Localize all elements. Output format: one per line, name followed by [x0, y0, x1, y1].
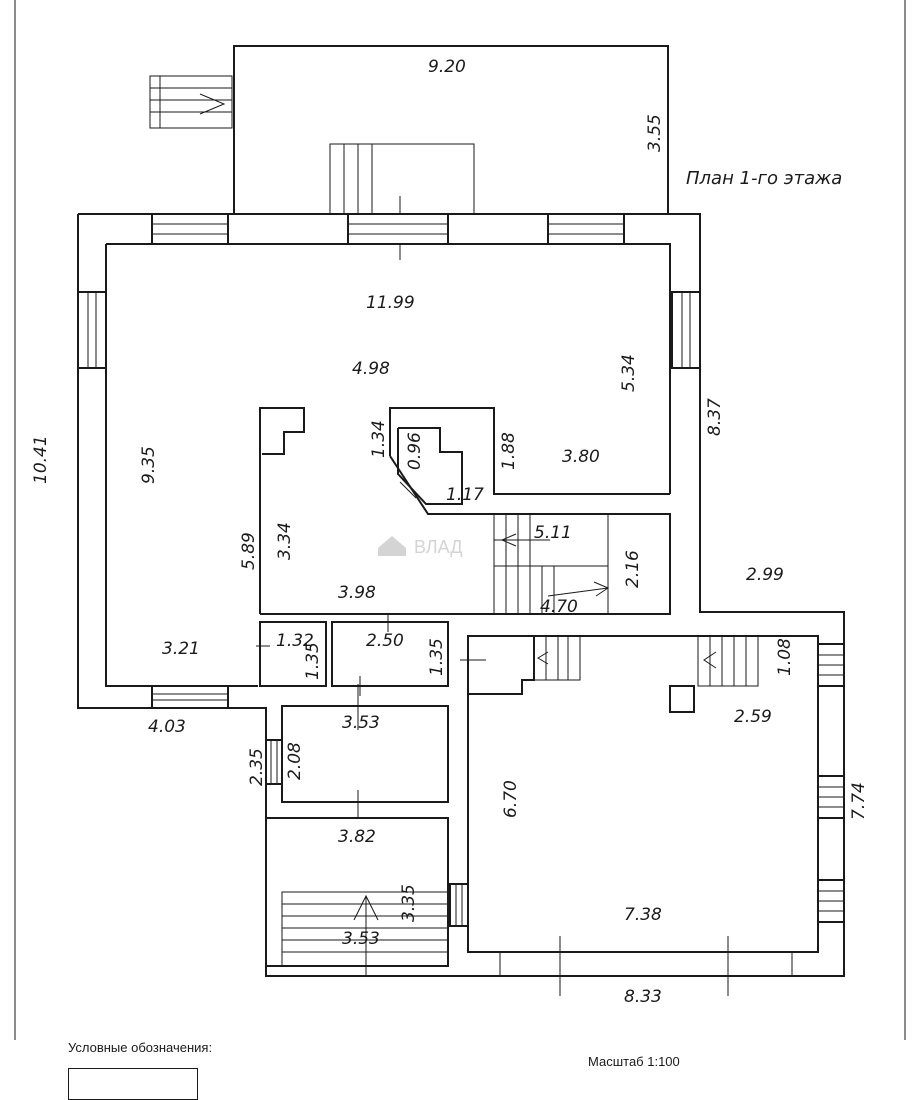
dim-left-wing-width: 4.03 — [148, 717, 186, 737]
windows — [77, 213, 845, 927]
dim-garage-outer-width: 8.33 — [624, 987, 662, 1007]
dim-niche-diagonal: 0.96 — [405, 432, 425, 470]
dim-right-outer-height: 8.37 — [705, 398, 725, 436]
scale-label: Масштаб 1:100 — [588, 1054, 680, 1069]
dim-stair-length: 5.11 — [534, 523, 572, 543]
dim-niche-right: 1.88 — [499, 432, 519, 470]
interior-walls — [256, 407, 819, 996]
dim-room-d-width: 3.53 — [342, 713, 380, 733]
dim-room-left-width: 3.21 — [162, 639, 200, 659]
dim-garage-height: 6.70 — [501, 780, 521, 818]
svg-text:ВЛАД: ВЛАД — [414, 537, 462, 557]
dim-right-room-height: 5.34 — [619, 354, 639, 392]
terrace — [149, 45, 669, 260]
plan-title: План 1-го этажа — [686, 168, 842, 189]
dimension-labels: 9.20 3.55 11.99 4.98 5.34 10.41 9.35 8.3… — [31, 57, 869, 1007]
dim-corridor-inner-height: 3.34 — [275, 522, 295, 560]
dim-hall-width: 11.99 — [366, 293, 415, 313]
dim-room-b-height: 9.35 — [139, 446, 159, 484]
dim-niche-height: 1.34 — [369, 420, 389, 458]
dim-wc-width: 1.32 — [276, 631, 314, 651]
dim-stair-height: 2.16 — [623, 550, 643, 588]
dim-small-stair-height: 1.08 — [775, 638, 795, 676]
dim-corridor-height: 5.89 — [239, 532, 259, 570]
dim-bath-height: 1.35 — [427, 638, 447, 676]
outer-walls — [77, 213, 845, 977]
dim-stair-landing: 2.59 — [734, 707, 772, 727]
dim-vestibule-height: 2.35 — [247, 748, 267, 786]
dim-bath-width: 2.50 — [366, 631, 404, 651]
dim-terrace-depth: 3.55 — [645, 114, 665, 152]
dim-room-d-height: 2.08 — [285, 742, 305, 780]
dim-wc-height: 1.35 — [303, 642, 323, 680]
dim-outer-height: 10.41 — [31, 435, 51, 484]
dim-corridor-width: 3.98 — [338, 583, 376, 603]
legend-box — [68, 1068, 198, 1100]
dim-room-a-width: 4.98 — [352, 359, 390, 379]
dim-step-offset: 2.99 — [746, 565, 784, 585]
dim-room-c-width: 3.80 — [562, 447, 600, 467]
dim-room-e-height: 3.35 — [399, 884, 419, 922]
dim-room-e-width: 3.82 — [338, 827, 376, 847]
dim-niche-bottom: 1.17 — [446, 485, 484, 505]
dim-room-e-stair: 3.53 — [342, 929, 380, 949]
dim-stair-bottom: 4.70 — [540, 597, 578, 617]
dim-terrace-width: 9.20 — [428, 57, 466, 77]
watermark: ВЛАД — [378, 536, 462, 557]
legend-label: Условные обозначения: — [68, 1040, 213, 1055]
dim-garage-width: 7.38 — [624, 905, 662, 925]
dim-garage-right-height: 7.74 — [849, 782, 869, 820]
